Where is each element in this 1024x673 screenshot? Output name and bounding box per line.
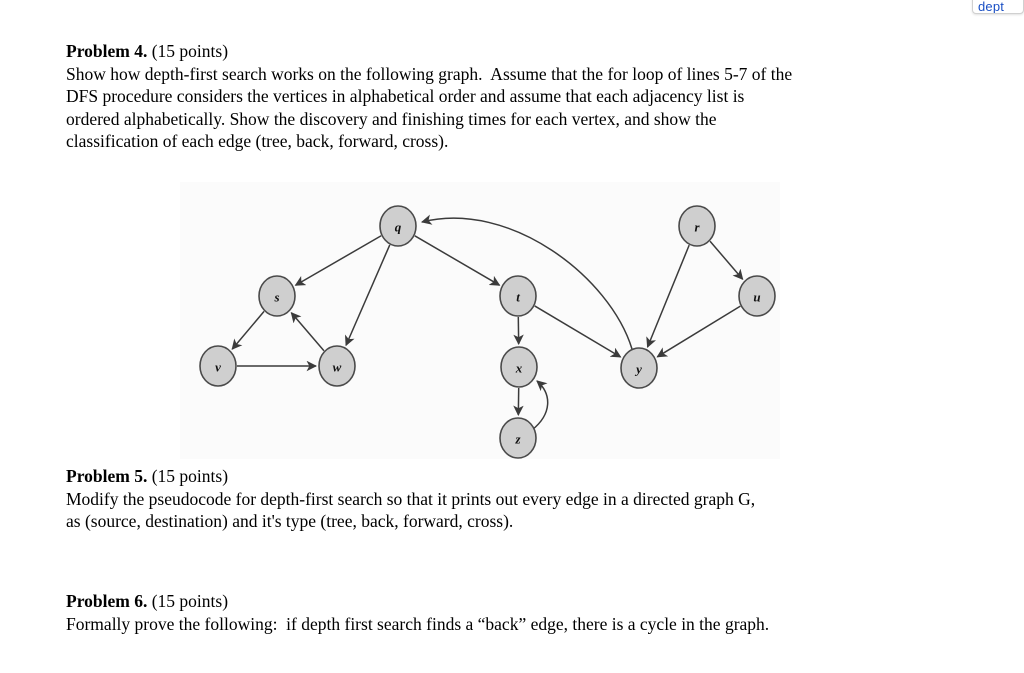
problem-5-title: Problem 5. — [66, 466, 148, 486]
problem-4-title: Problem 4. — [66, 41, 148, 61]
graph-node-q: q — [379, 205, 417, 247]
problem-4-block: Problem 4. (15 points) Show how depth-fi… — [66, 40, 792, 153]
graph-node-circle-u — [738, 275, 776, 317]
graph-node-w: w — [318, 345, 356, 387]
problem-5-line-2: as (source, destination) and it's type (… — [66, 511, 514, 531]
graph-node-circle-v — [199, 345, 237, 387]
graph-node-circle-y — [620, 347, 658, 389]
problem-6-block: Problem 6. (15 points) Formally prove th… — [66, 590, 769, 635]
graph-node-label-s: s — [273, 290, 279, 305]
graph-node-y: y — [620, 347, 658, 389]
graph-edges — [231, 214, 744, 431]
problem-5-text: Modify the pseudocode for depth-first se… — [66, 488, 755, 533]
problem-4-points: (15 points) — [147, 41, 229, 61]
graph-edge-w-to-s — [290, 311, 325, 352]
graph-edge-u-to-y — [656, 305, 741, 358]
graph-node-circle-s — [258, 275, 296, 317]
problem-4-heading: Problem 4. (15 points) — [66, 40, 792, 63]
problem-4-line-4: classification of each edge (tree, back,… — [66, 131, 449, 151]
problem-6-title: Problem 6. — [66, 591, 148, 611]
graph-node-label-y: y — [634, 362, 642, 377]
graph-edge-s-to-v — [231, 310, 265, 350]
graph-node-circle-x — [500, 346, 538, 388]
graph-node-r: r — [678, 205, 716, 247]
graph-node-u: u — [738, 275, 776, 317]
graph-node-t: t — [499, 275, 537, 317]
graph-edge-r-to-u — [709, 240, 744, 281]
graph-node-label-r: r — [694, 220, 700, 235]
problem-6-points: (15 points) — [147, 591, 229, 611]
graph-node-circle-r — [678, 205, 716, 247]
graph-node-label-u: u — [753, 290, 760, 305]
problem-4-line-1: Show how depth-first search works on the… — [66, 63, 793, 84]
browser-chip-label: dept — [978, 0, 1005, 14]
graph-node-z: z — [499, 417, 537, 459]
problem-4-text: Show how depth-first search works on the… — [66, 63, 792, 153]
problem-5-points: (15 points) — [147, 466, 229, 486]
graph-edge-r-to-y — [646, 244, 690, 348]
graph-node-label-w: w — [333, 360, 342, 375]
dfs-graph-figure: q s v w t x z y r u — [180, 182, 780, 459]
problem-6-text: Formally prove the following: if depth f… — [66, 613, 769, 636]
graph-edge-q-to-t — [414, 235, 501, 286]
graph-nodes: q s v w t x z y r u — [199, 205, 776, 459]
problem-5-line-1: Modify the pseudocode for depth-first se… — [66, 488, 756, 509]
graph-edge-y-to-q — [420, 214, 633, 350]
graph-edge-t-to-y — [534, 305, 622, 358]
graph-node-circle-z — [499, 417, 537, 459]
problem-4-line-3: ordered alphabetically. Show the discove… — [66, 108, 717, 129]
problem-5-block: Problem 5. (15 points) Modify the pseudo… — [66, 465, 755, 533]
graph-edge-z-to-x — [531, 380, 549, 431]
graph-node-circle-t — [499, 275, 537, 317]
problem-6-heading: Problem 6. (15 points) — [66, 590, 769, 613]
graph-node-circle-q — [379, 205, 417, 247]
graph-node-v: v — [199, 345, 237, 387]
problem-4-line-2: DFS procedure considers the vertices in … — [66, 86, 745, 106]
dfs-graph-svg: q s v w t x z y r u — [199, 205, 776, 459]
graph-edge-q-to-w — [345, 244, 391, 347]
graph-node-label-q: q — [395, 220, 402, 235]
problem-5-heading: Problem 5. (15 points) — [66, 465, 755, 488]
problem-6-line-1: Formally prove the following: if depth f… — [66, 613, 770, 634]
graph-node-label-v: v — [215, 360, 221, 375]
graph-node-label-z: z — [514, 432, 521, 447]
browser-chip[interactable]: dept — [972, 0, 1024, 14]
graph-edge-q-to-s — [294, 235, 382, 286]
graph-node-circle-w — [318, 345, 356, 387]
graph-node-label-x: x — [515, 361, 523, 376]
graph-node-s: s — [258, 275, 296, 317]
graph-node-x: x — [500, 346, 538, 388]
graph-node-label-t: t — [516, 290, 520, 305]
